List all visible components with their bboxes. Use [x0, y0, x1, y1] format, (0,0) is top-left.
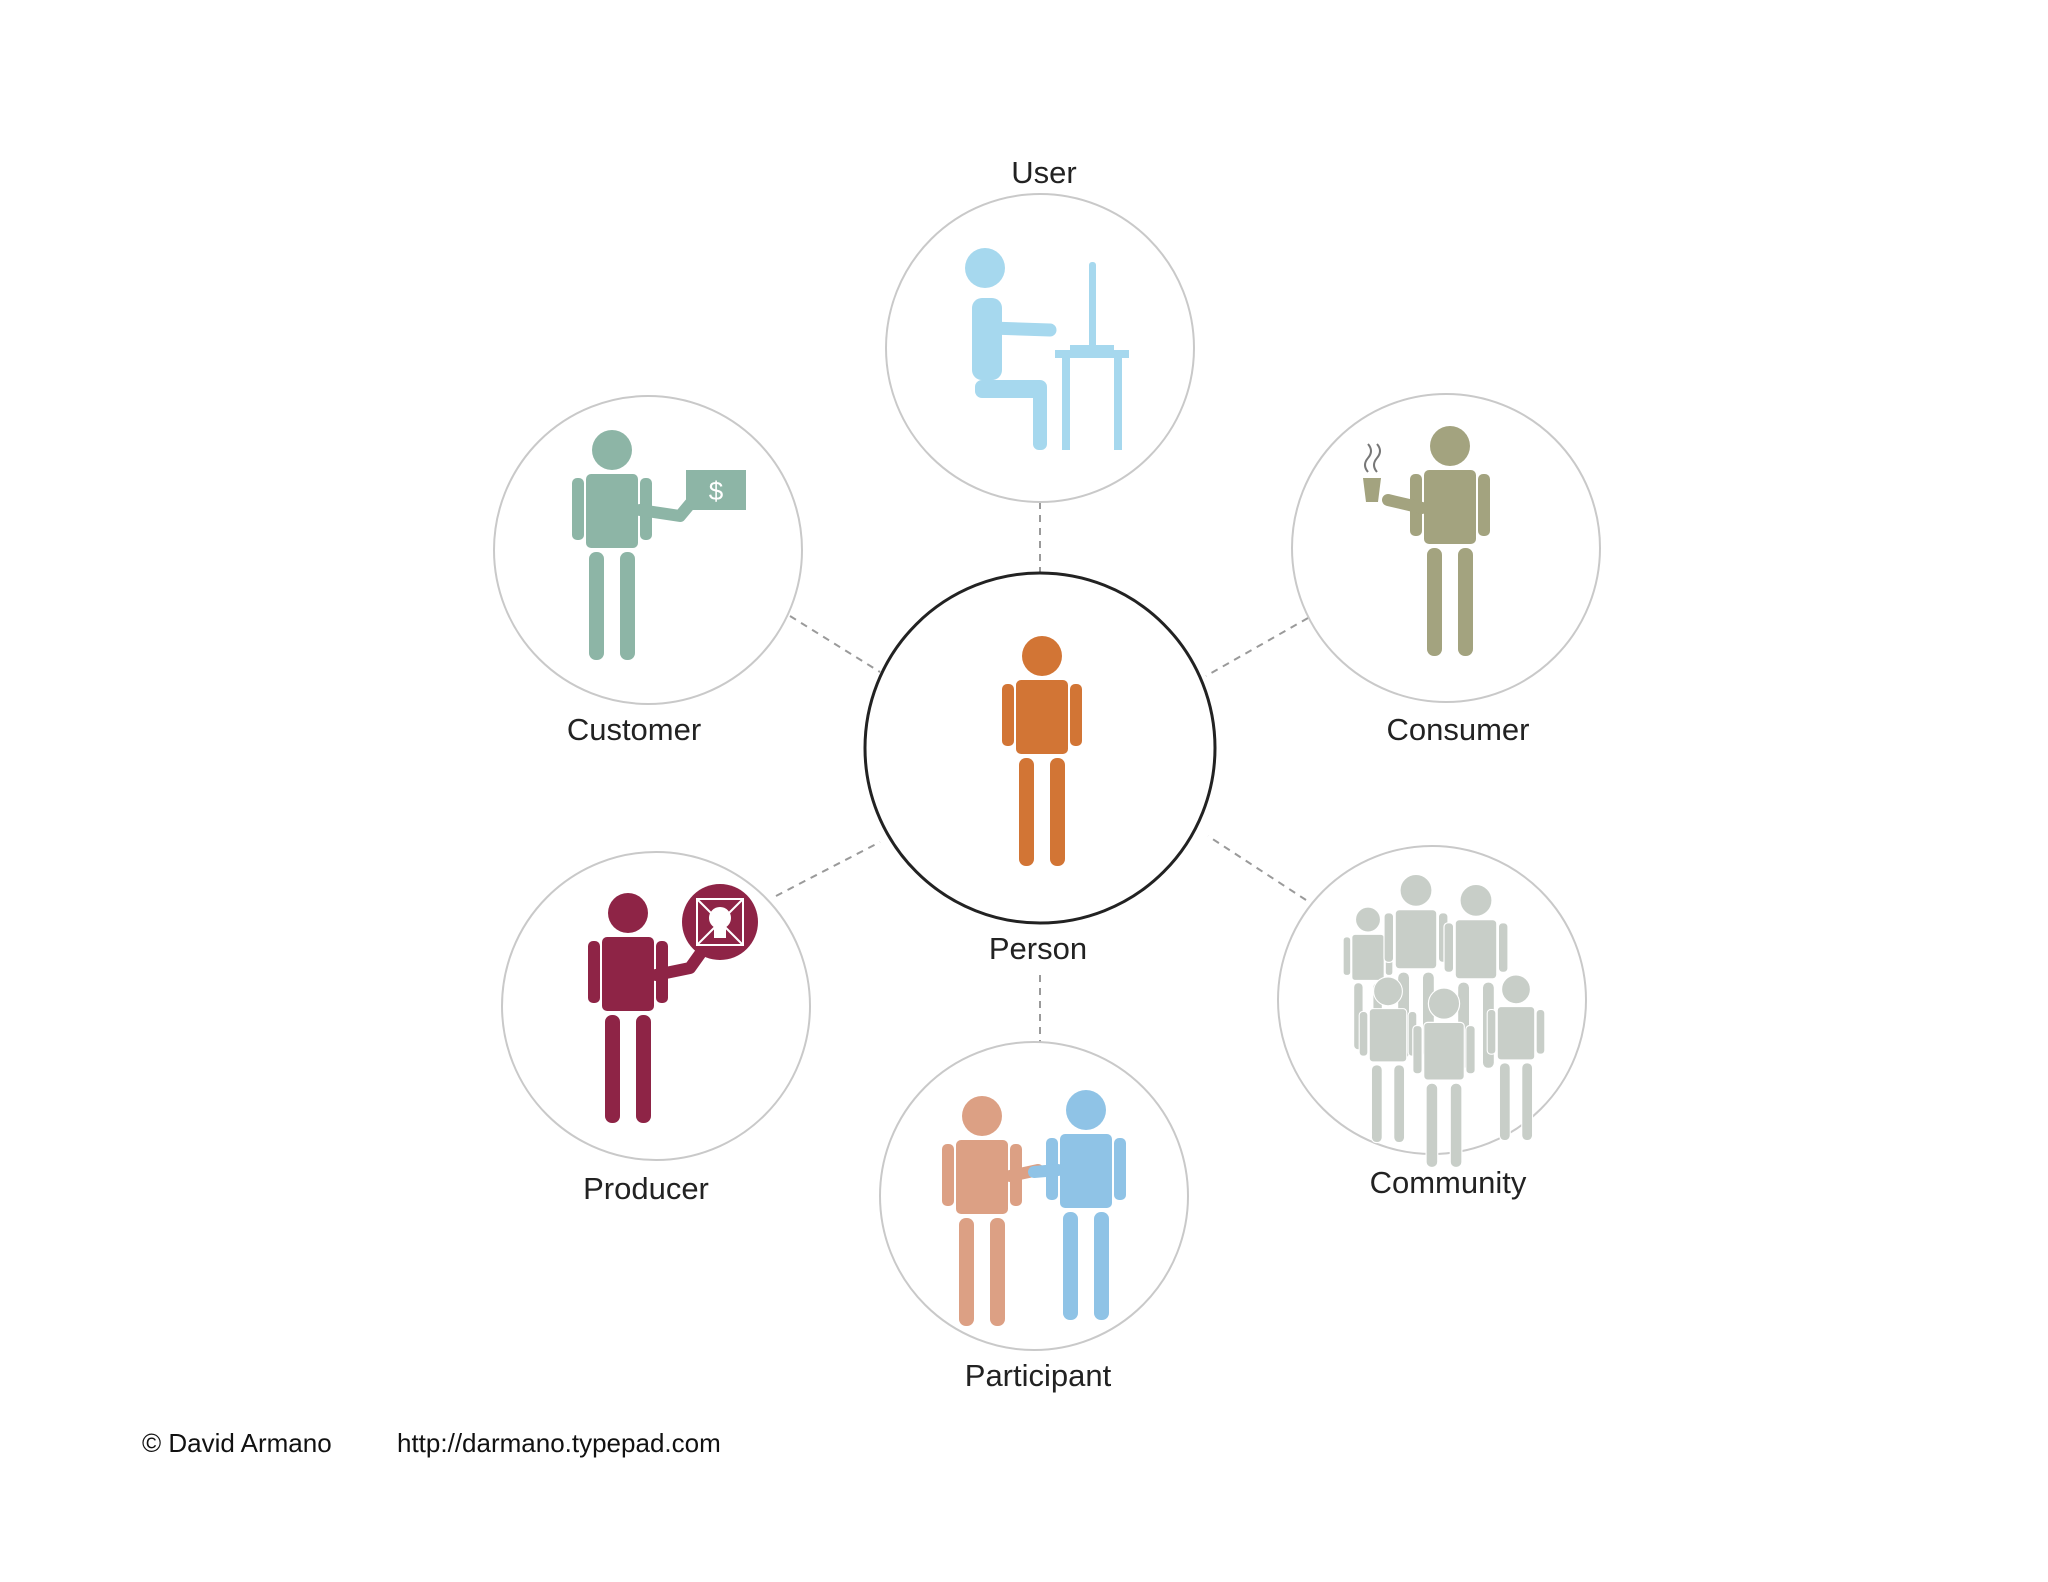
user-circle — [885, 193, 1195, 503]
consumer-circle — [1291, 393, 1601, 703]
label-person: Person — [989, 931, 1087, 966]
participant-circle — [879, 1041, 1189, 1351]
dollar-bill-icon — [686, 470, 746, 510]
label-community: Community — [1370, 1165, 1527, 1200]
label-participant: Participant — [965, 1358, 1112, 1393]
connector-consumer — [1205, 617, 1309, 677]
connectors — [775, 502, 1309, 1042]
label-consumer: Consumer — [1387, 712, 1530, 747]
dollar-sign: $ — [709, 476, 724, 506]
label-producer: Producer — [583, 1171, 709, 1206]
steam-icon — [1364, 443, 1381, 473]
consumer-with-coffee-icon — [1363, 426, 1490, 656]
customer-with-money-icon — [572, 430, 746, 660]
label-user: User — [1011, 155, 1076, 190]
label-customer: Customer — [567, 712, 701, 747]
connector-customer — [789, 615, 881, 673]
producer-circle — [501, 851, 811, 1161]
connector-community — [1207, 835, 1307, 901]
customer-circle — [493, 395, 803, 705]
footer-url[interactable]: http://darmano.typepad.com — [397, 1428, 721, 1458]
participants-handshake-icon — [942, 1090, 1126, 1326]
coffee-cup-icon — [1363, 478, 1381, 502]
footer-credit: © David Armano — [142, 1428, 332, 1458]
connector-producer — [775, 841, 881, 897]
lightbulb-icon — [696, 898, 744, 946]
user-at-computer-icon — [965, 248, 1129, 450]
